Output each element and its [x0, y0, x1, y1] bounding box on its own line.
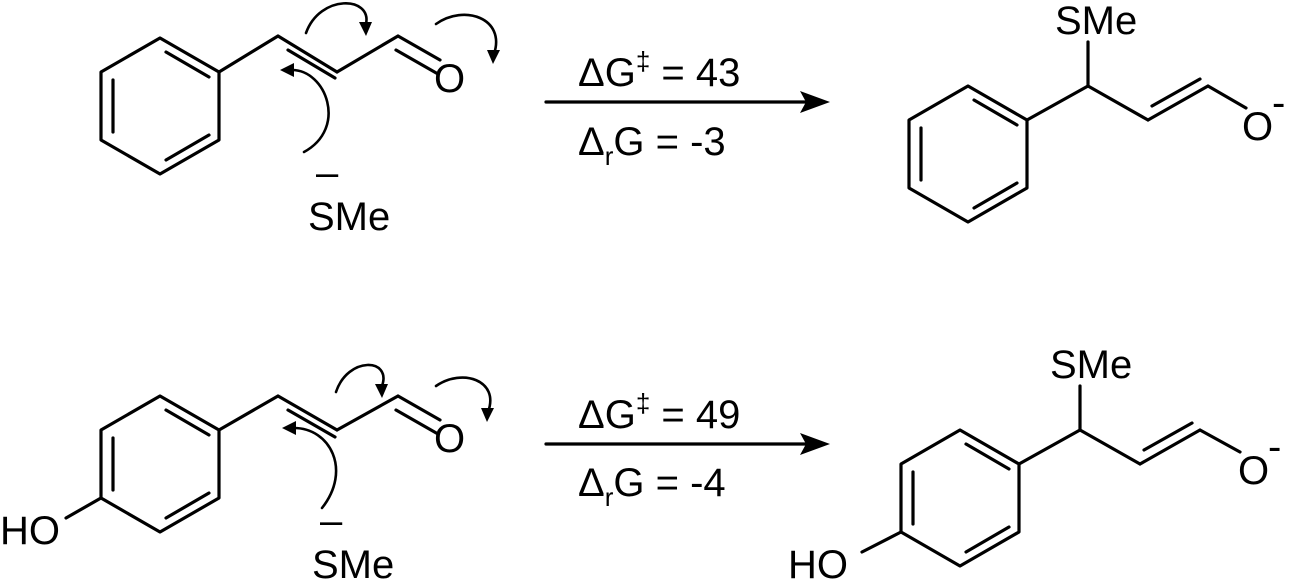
c-o-bond: [1198, 428, 1242, 454]
product-2-structure: HO SMe O -: [788, 343, 1281, 583]
reaction-subscript: r: [605, 141, 614, 171]
sulfur-group: SMe: [1055, 0, 1137, 43]
carbonyl-bond-inner: [394, 48, 440, 76]
nucleophile-charge: –: [320, 499, 343, 543]
carbonyl-oxygen: O: [434, 57, 465, 101]
activation-energy-label: ΔG‡ = 43: [578, 46, 740, 95]
carbonyl-bond-inner: [394, 408, 440, 436]
chain-bond: [1017, 428, 1082, 466]
enolate-oxygen: O: [1238, 449, 1269, 493]
reaction-arrow-2: ΔG‡ = 49 ΔrG = -4: [544, 388, 830, 512]
chain-bond: [335, 34, 400, 74]
oxygen-charge: -: [1268, 425, 1281, 469]
alkene-bond-inner: [1150, 77, 1202, 108]
ring-inner-bond: [964, 525, 1011, 554]
alkene-bond: [276, 34, 339, 74]
ring-inner-bond: [972, 181, 1019, 210]
chain-bond: [335, 394, 400, 432]
alkene-bond: [276, 394, 339, 432]
arrow-head: [359, 22, 372, 36]
arrow-head: [375, 384, 388, 398]
hydroxyl-group: HO: [0, 509, 60, 553]
curved-arrow-nucleophile: [290, 68, 330, 154]
ring-inner-bond: [164, 50, 211, 79]
activation-energy-label: ΔG‡ = 49: [578, 388, 740, 437]
reaction-energy-label: ΔrG = -4: [578, 461, 726, 512]
reaction-2: HO O – SMe ΔG‡ = 49 ΔrG = -4: [0, 343, 1281, 583]
reaction-energy-label: ΔrG = -3: [578, 120, 726, 171]
reaction-symbol: Δ: [578, 120, 605, 164]
ring-inner-bond: [964, 442, 1011, 471]
ring-inner-bond: [164, 408, 211, 437]
ring-inner-bond: [164, 491, 211, 520]
reactant-2-structure: HO O – SMe: [0, 363, 494, 583]
chain-bond: [1025, 84, 1090, 122]
carbonyl-oxygen: O: [434, 417, 465, 461]
barrier-symbol: ΔG: [578, 51, 636, 95]
reaction-symbol: Δ: [578, 461, 605, 505]
arrow-head: [800, 91, 830, 113]
nucleophile-charge: –: [316, 151, 339, 195]
barrier-value: = 43: [650, 51, 740, 95]
alkene-bond: [1138, 428, 1202, 466]
curved-arrow-carbonyl: [434, 376, 492, 414]
benzene-ring: [907, 84, 1029, 224]
alkene-bond-inner: [1142, 421, 1194, 452]
enolate-oxygen: O: [1242, 105, 1273, 149]
alkene-bond: [1146, 84, 1210, 122]
curved-arrow-nucleophile: [292, 426, 338, 510]
ring-inner-bond: [972, 98, 1019, 127]
c-o-bond: [1206, 84, 1248, 110]
chain-bond: [217, 34, 280, 74]
arrow-head: [282, 421, 296, 435]
hydroxyl-group: HO: [788, 543, 848, 583]
arrow-head: [280, 63, 294, 77]
sulfur-group: SMe: [1050, 343, 1132, 387]
reaction-subscript: r: [605, 482, 614, 512]
carbonyl-bond: [396, 34, 442, 62]
arrow-head: [487, 50, 500, 64]
alkene-bond-inner: [286, 48, 337, 80]
benzene-ring: [99, 36, 221, 176]
ring-inner-bond: [164, 133, 211, 162]
arrow-head: [800, 433, 830, 455]
barrier-superscript: ‡: [636, 46, 650, 76]
o-ring-bond: [860, 530, 903, 554]
reaction-value: G = -4: [613, 461, 725, 505]
chain-bond: [1078, 428, 1142, 466]
alkene-bond-inner: [286, 408, 337, 439]
benzene-ring: [899, 428, 1021, 568]
nucleophile-label: SMe: [308, 195, 390, 239]
reaction-value: G = -3: [613, 120, 725, 164]
nucleophile-label: SMe: [312, 543, 394, 583]
reactant-1-structure: O – SMe: [99, 2, 500, 239]
carbonyl-bond: [396, 394, 442, 422]
reaction-arrow-1: ΔG‡ = 43 ΔrG = -3: [544, 46, 830, 171]
curved-arrow-alkene: [304, 2, 368, 35]
barrier-symbol: ΔG: [578, 393, 636, 437]
o-ring-bond: [64, 496, 103, 520]
barrier-superscript: ‡: [636, 388, 650, 418]
chain-bond: [1086, 84, 1150, 122]
oxygen-charge: -: [1272, 81, 1285, 125]
barrier-value: = 49: [650, 393, 740, 437]
curved-arrow-alkene: [334, 363, 385, 394]
chain-bond: [217, 394, 280, 432]
reaction-1: O – SMe ΔG‡ = 43 ΔrG = -3: [99, 0, 1285, 239]
curved-arrow-carbonyl: [434, 13, 498, 56]
benzene-ring: [99, 394, 221, 534]
arrow-head: [481, 408, 494, 422]
product-1-structure: SMe O -: [907, 0, 1285, 224]
